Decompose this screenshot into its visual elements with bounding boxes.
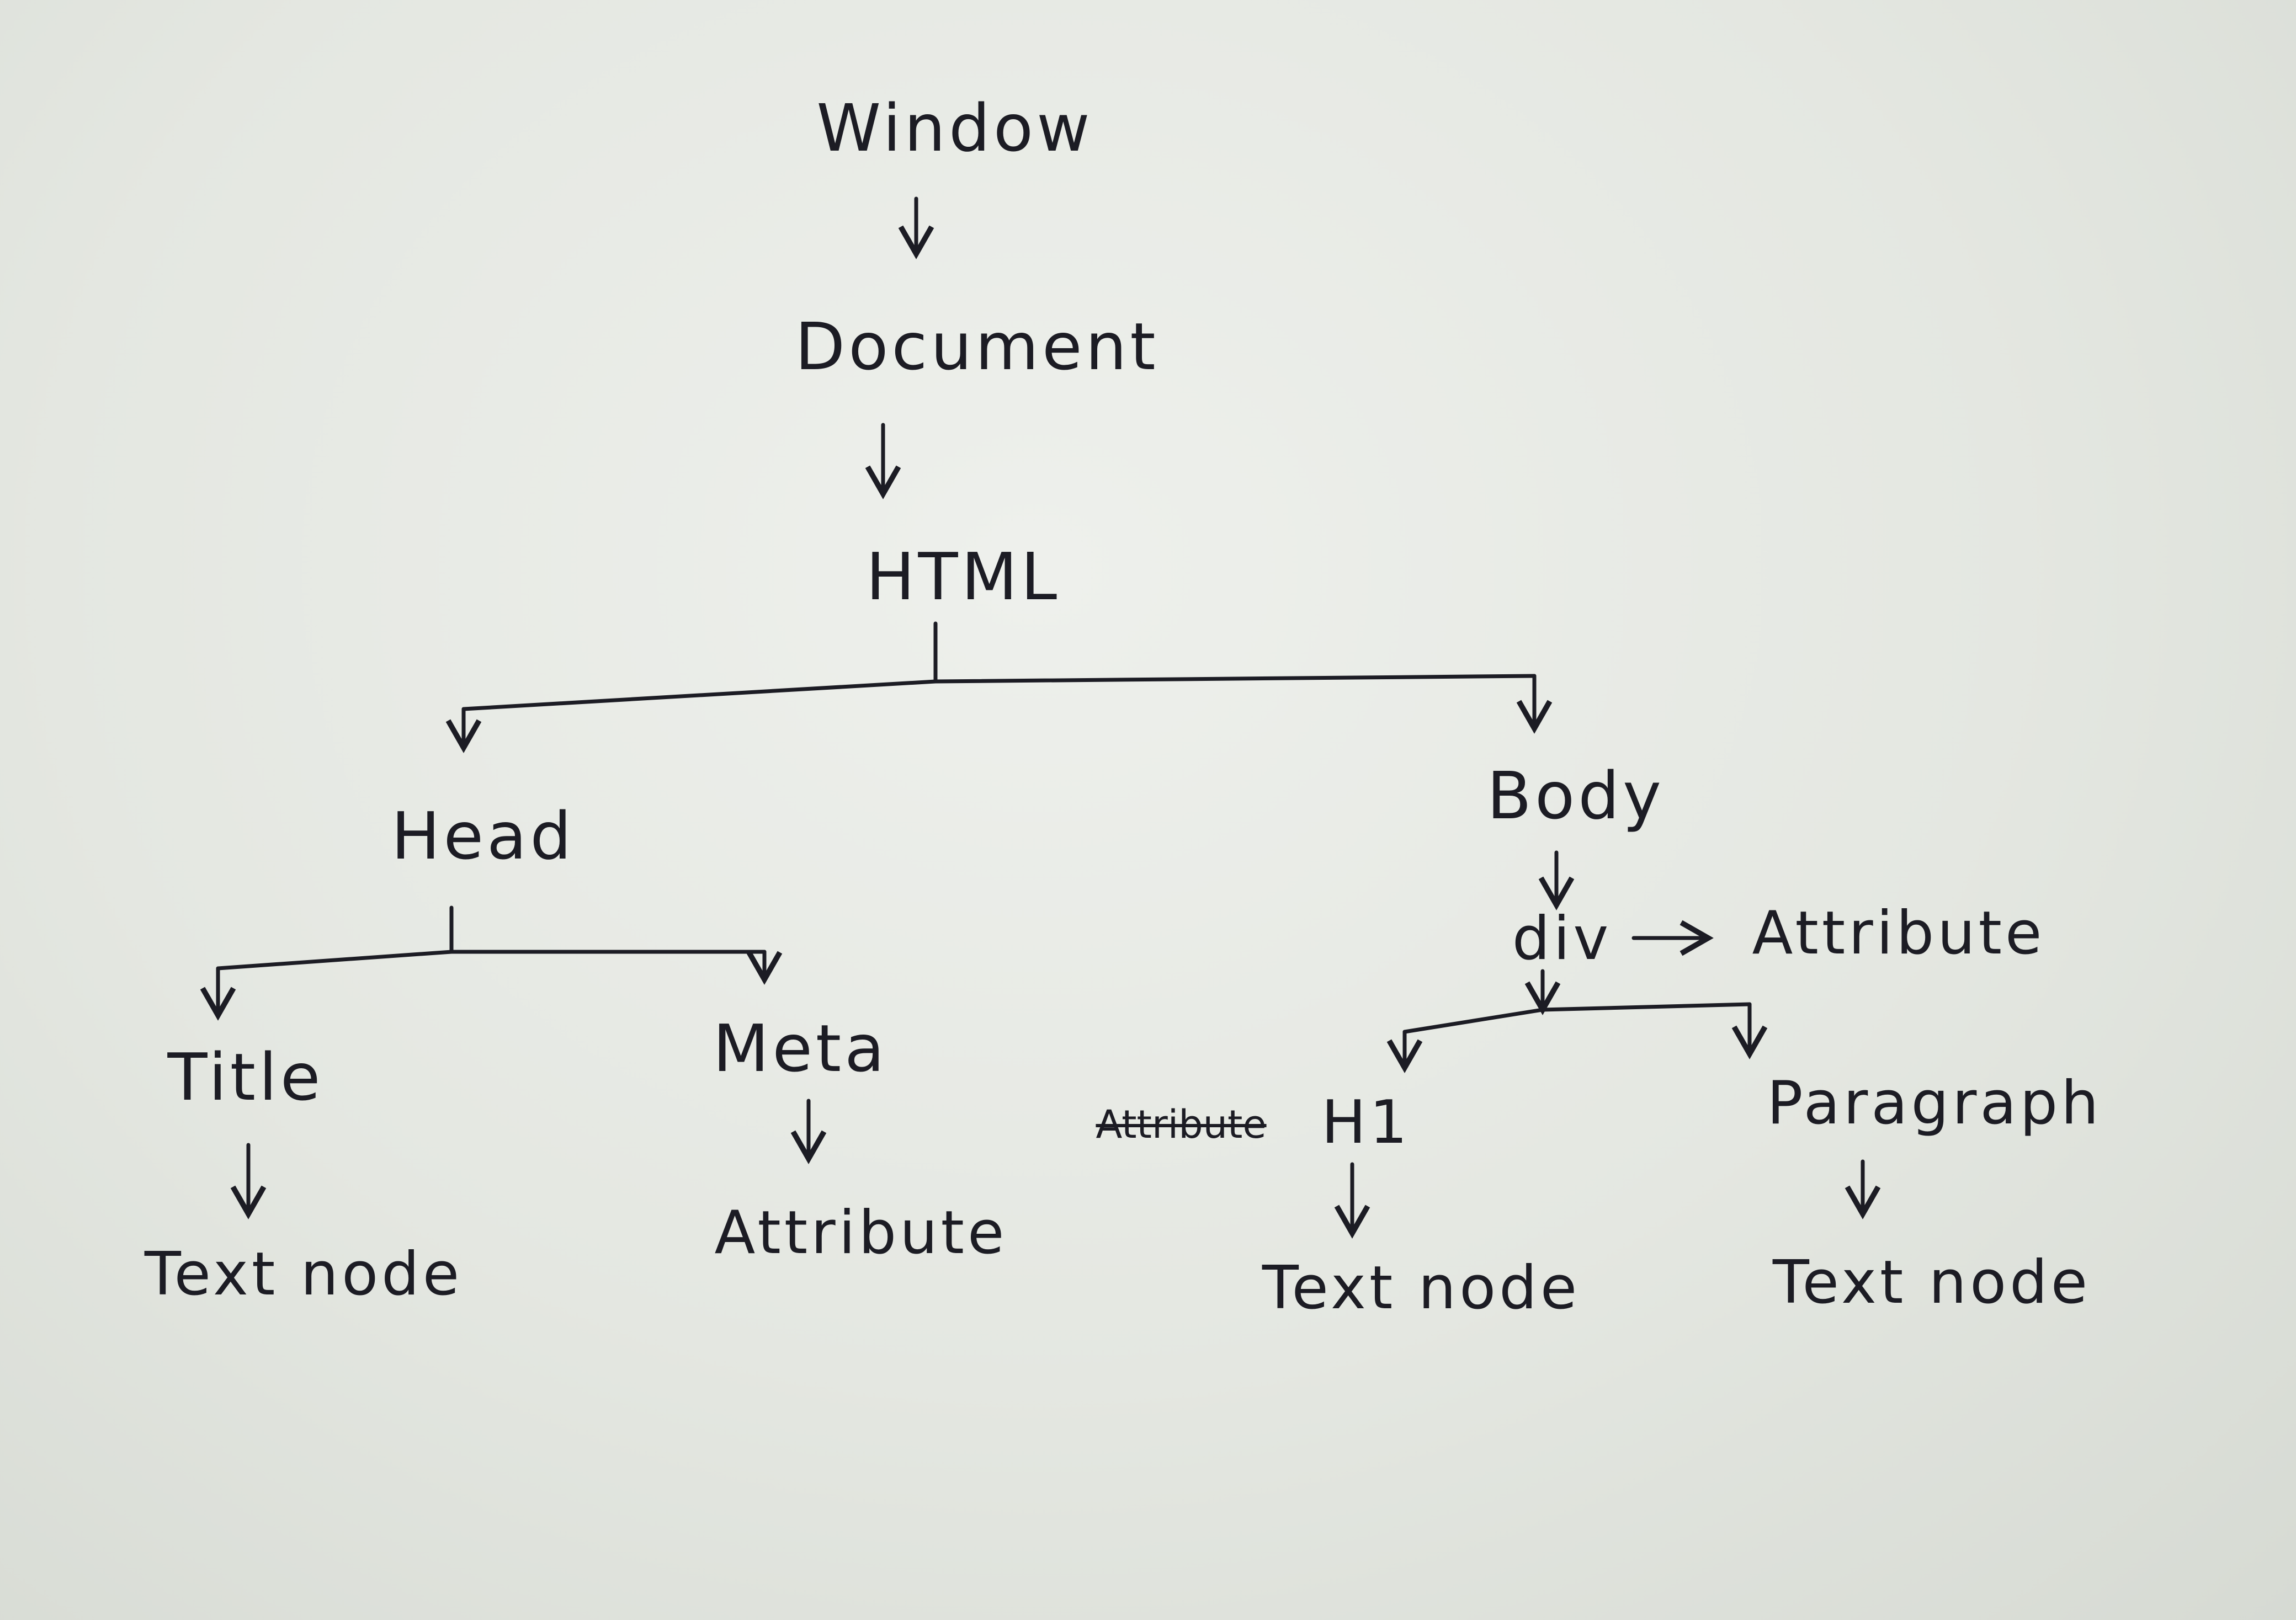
- node-body: Body: [1487, 758, 1665, 834]
- node-meta-attribute: Attribute: [714, 1198, 1008, 1267]
- edge-head-branch: [216, 950, 767, 971]
- node-paragraph: Paragraph: [1767, 1069, 2102, 1138]
- edge-div-branch: [1402, 1002, 1752, 1034]
- node-h1: H1: [1321, 1088, 1411, 1157]
- node-html: HTML: [865, 539, 1061, 615]
- node-paragraph-text-node: Text node: [1772, 1248, 2091, 1317]
- node-meta: Meta: [713, 1010, 888, 1086]
- node-h1-attribute: Attribute: [1096, 1102, 1267, 1147]
- node-h1-text-node: Text node: [1262, 1254, 1581, 1323]
- node-window: Window: [816, 90, 1093, 166]
- node-title-text-node: Text node: [144, 1240, 463, 1309]
- node-div: div: [1512, 904, 1612, 973]
- node-document: Document: [795, 308, 1159, 385]
- node-head: Head: [391, 798, 575, 874]
- edge-html-branch: [461, 674, 1537, 711]
- node-title: Title: [167, 1039, 324, 1115]
- node-div-attribute: Attribute: [1752, 899, 2045, 968]
